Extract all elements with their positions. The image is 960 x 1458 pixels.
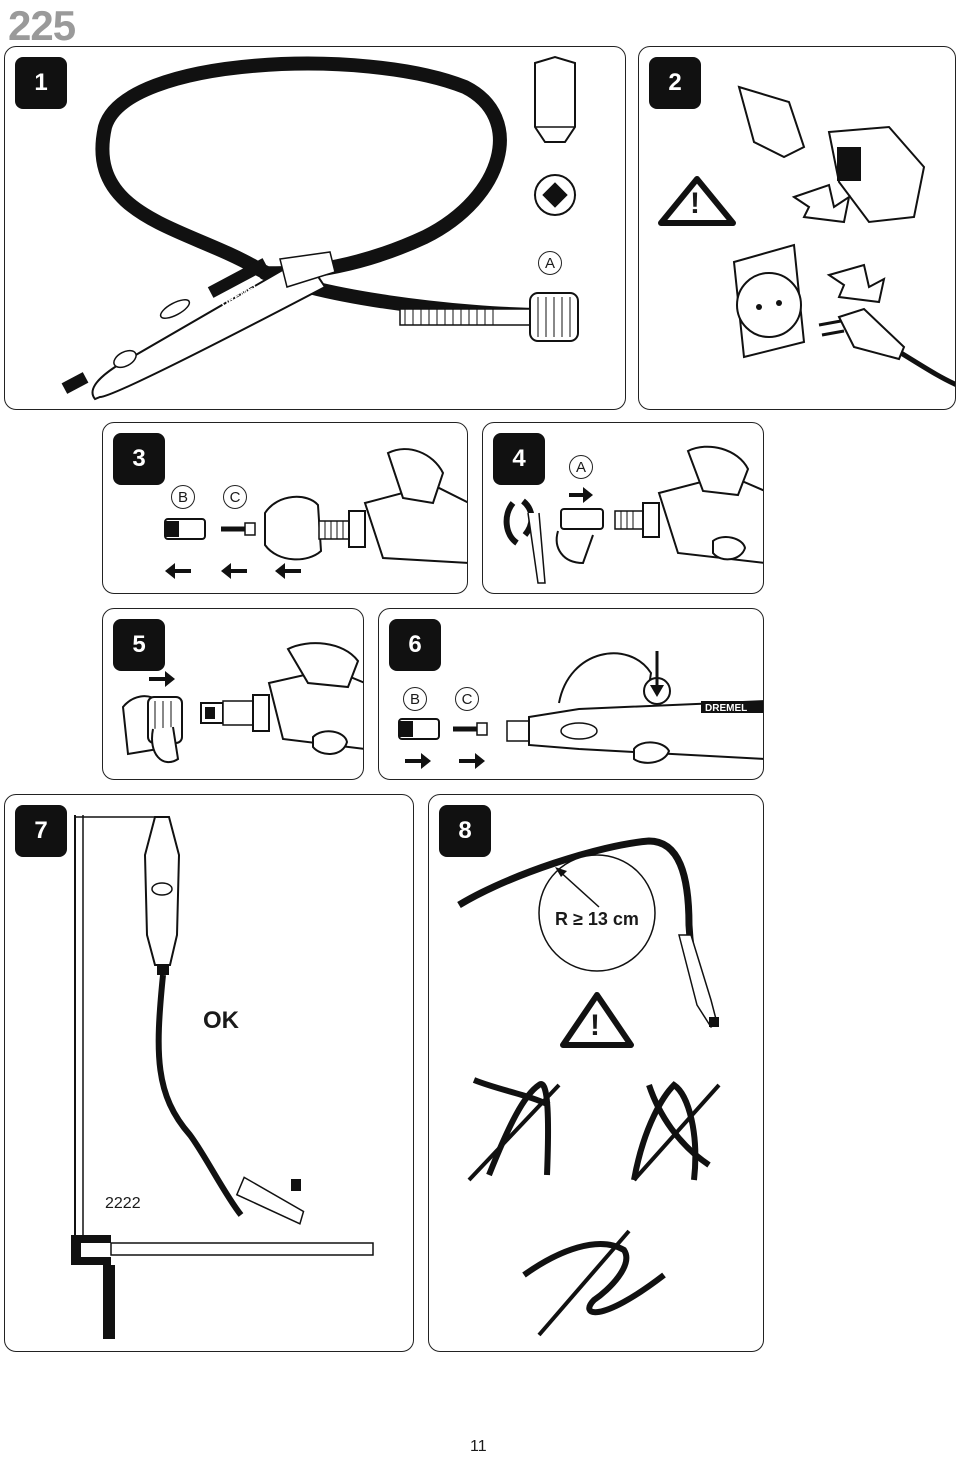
model-number: 225	[8, 2, 76, 49]
panel-3: 3 B C	[102, 422, 468, 594]
unplug-illustration	[732, 85, 955, 387]
warning-triangle-icon	[560, 992, 634, 1048]
panel-6: DREMEL 6 B C	[378, 608, 764, 780]
warning-exclamation: !	[590, 1009, 600, 1042]
remove-parts-illustration	[164, 448, 467, 579]
step-number: 5	[113, 619, 165, 671]
warning-exclamation: !	[690, 187, 700, 220]
panel-1: DREMEL 1 A	[4, 46, 626, 410]
step-number: 3	[113, 433, 165, 485]
attach-shaft-illustration	[121, 642, 363, 764]
panel-4: 4 A	[482, 422, 764, 594]
step-number: 6	[389, 619, 441, 671]
bending-radius-illustration	[457, 837, 721, 1337]
panel-2: 2 !	[638, 46, 956, 410]
label-c-callout: C	[455, 687, 479, 711]
insert-accessory-illustration: DREMEL	[398, 651, 763, 769]
step-number: 1	[15, 57, 67, 109]
hanging-stand-illustration	[71, 815, 374, 1339]
label-b-callout: B	[403, 687, 427, 711]
tool-brand-text: DREMEL	[705, 703, 747, 714]
label-b-callout: B	[171, 485, 195, 509]
stand-code-label: 2222	[105, 1195, 141, 1212]
step-number: 7	[15, 805, 67, 857]
panel-7: 7 OK 2222	[4, 794, 414, 1352]
label-a-callout: A	[569, 455, 593, 479]
step-number: 4	[493, 433, 545, 485]
wrench-illustration	[503, 445, 763, 584]
label-c-callout: C	[223, 485, 247, 509]
flex-shaft-illustration: DREMEL	[61, 55, 579, 401]
page-number: 11	[470, 1438, 487, 1455]
warning-triangle-icon	[658, 176, 736, 226]
panel-5: 5	[102, 608, 364, 780]
panel-8: 8 R ≥ 13 cm !	[428, 794, 764, 1352]
ok-label: OK	[203, 1007, 239, 1034]
label-a-callout: A	[538, 251, 562, 275]
step-number: 2	[649, 57, 701, 109]
step-number: 8	[439, 805, 491, 857]
bend-radius-label: R ≥ 13 cm	[555, 909, 639, 929]
